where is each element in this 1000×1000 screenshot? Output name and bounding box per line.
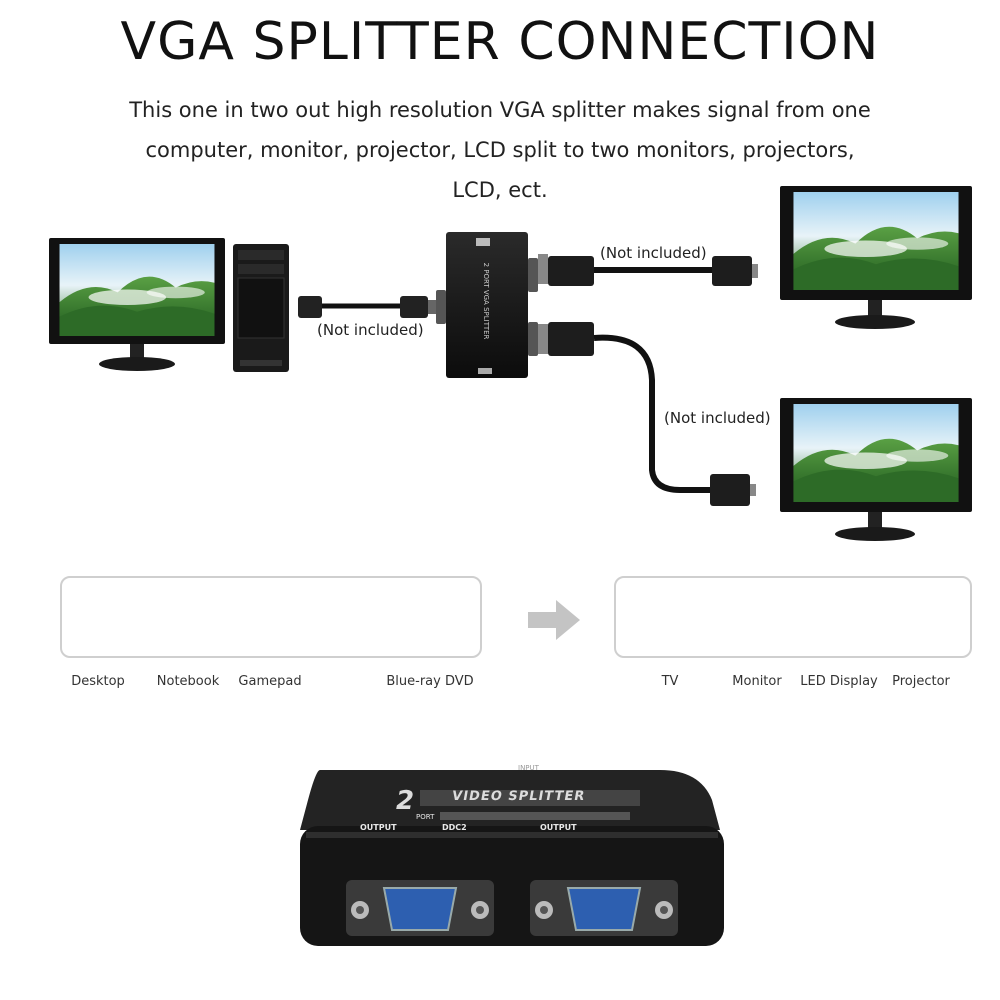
output-cable-2-label: (Not included)	[664, 409, 771, 427]
arrow-right-icon	[528, 600, 580, 640]
source-devices-panel	[60, 576, 482, 658]
source-label-notebook: Notebook	[156, 674, 220, 689]
page-title: VGA SPLITTER CONNECTION	[120, 12, 880, 72]
input-cable	[298, 296, 436, 318]
destination-label-projector: Projector	[892, 674, 950, 689]
product-port-word: PORT	[416, 813, 435, 821]
description-text: This one in two out high resolution VGA …	[129, 98, 871, 202]
destination-monitor-2	[780, 398, 972, 541]
output-cable-2	[538, 322, 756, 506]
destination-label-led-display: LED Display	[800, 674, 878, 689]
splitter-small-label: 2 PORT VGA SPLITTER	[482, 262, 490, 340]
destination-monitor-1	[780, 186, 972, 329]
splitter-product-photo	[300, 770, 724, 946]
product-number: 2	[396, 786, 415, 816]
destination-label-monitor: Monitor	[732, 674, 782, 689]
output-cable-1-label: (Not included)	[600, 244, 707, 262]
destination-devices-panel	[614, 576, 972, 658]
source-monitor	[49, 238, 225, 371]
destination-label-tv: TV	[661, 674, 679, 689]
source-label-desktop: Desktop	[71, 674, 125, 689]
splitter-box-small	[436, 232, 538, 378]
input-cable-label: (Not included)	[317, 321, 424, 339]
product-output-2-label: OUTPUT	[540, 823, 577, 832]
product-input-label: INPUT	[518, 764, 539, 772]
product-output-1-label: OUTPUT	[360, 823, 397, 832]
source-label-bluray-dvd: Blue-ray DVD	[386, 674, 474, 689]
source-label-gamepad: Gamepad	[238, 674, 302, 689]
output-cable-1	[538, 254, 758, 286]
pc-tower	[233, 244, 289, 372]
product-brand-text: VIDEO SPLITTER	[450, 789, 587, 804]
product-output-1-suffix: DDC2	[442, 823, 467, 832]
